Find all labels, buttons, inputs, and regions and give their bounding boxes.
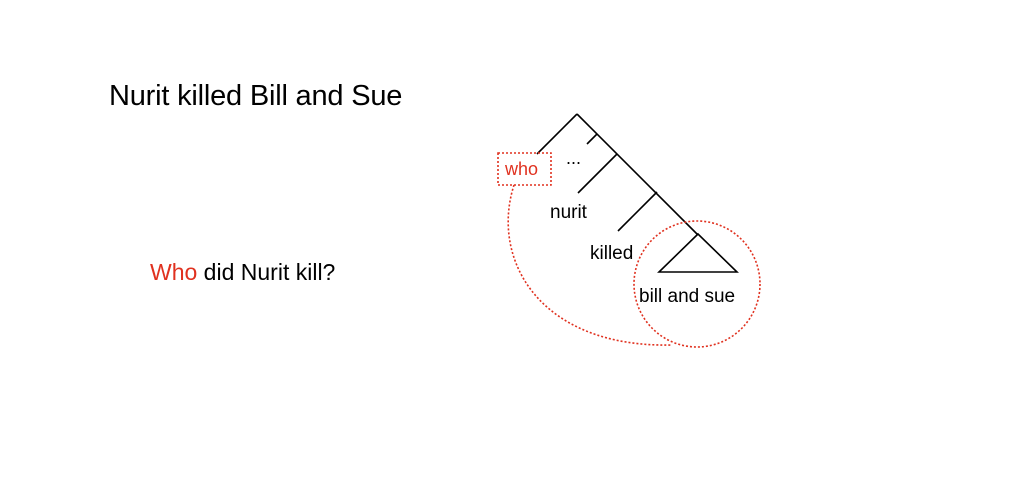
sentence-title: Nurit killed Bill and Sue [109,80,403,112]
question-sentence: Who did Nurit kill? [150,259,335,286]
tree-branch-nurit [577,153,618,194]
who-dotted-box [497,152,552,186]
tree-branch-who [536,113,578,155]
object-triangle [657,232,739,273]
movement-arc [507,184,673,346]
tree-branch-killed [617,191,658,232]
object-dotted-circle [633,220,761,348]
nurit-label: nurit [550,202,588,223]
object-label: bill and sue [639,286,735,307]
tree-spine-branch [576,113,699,236]
killed-label: killed [590,243,633,264]
tree-branch-ellipsis [586,133,598,145]
question-rest: did Nurit kill? [197,259,336,285]
question-wh-word: Who [150,259,198,285]
who-label: who [504,159,538,179]
ellipsis-label: ... [566,148,581,168]
